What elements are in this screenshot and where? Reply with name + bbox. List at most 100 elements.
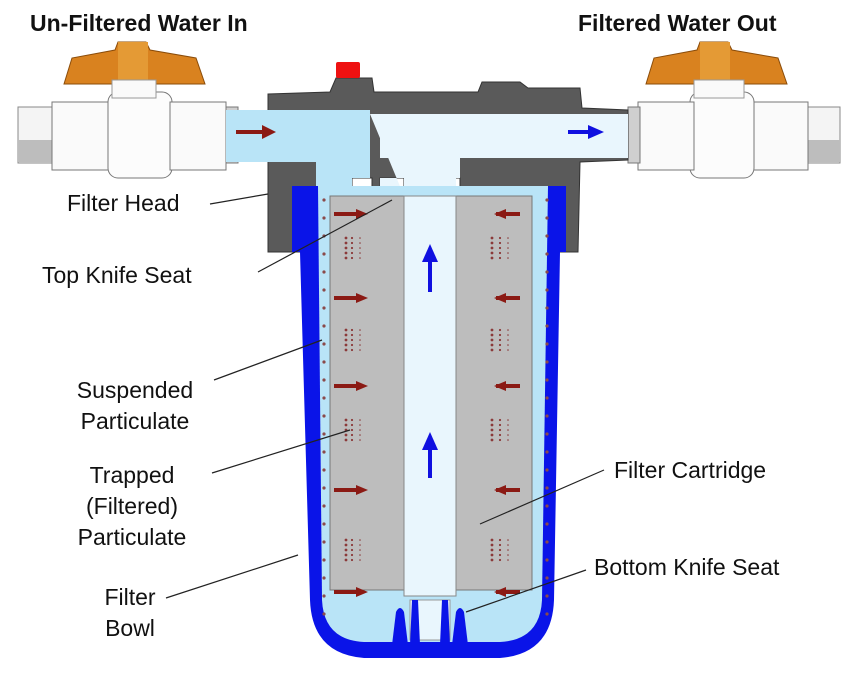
trapped-particle xyxy=(359,344,361,346)
inflow-arrow-icon xyxy=(334,384,358,388)
trapped-particle xyxy=(344,438,348,442)
trapped-particle xyxy=(507,419,509,421)
trapped-particle xyxy=(350,418,354,422)
trapped-particle xyxy=(490,328,494,332)
trapped-particle xyxy=(350,236,354,240)
trapped-particle xyxy=(507,544,509,546)
trapped-particle xyxy=(490,418,494,422)
trapped-particle xyxy=(498,236,502,240)
inflow-arrow-icon xyxy=(496,212,520,216)
trapped-particle xyxy=(344,543,348,547)
suspended-particle xyxy=(322,522,326,526)
trapped-particle xyxy=(498,251,502,255)
trapped-particle xyxy=(350,343,354,347)
trapped-particle xyxy=(498,246,502,250)
trapped-particle xyxy=(344,553,348,557)
suspended-particle xyxy=(545,540,549,544)
trapped-particle xyxy=(359,329,361,331)
suspended-particle xyxy=(545,378,549,382)
inflow-arrow-head xyxy=(356,587,368,597)
trapped-particle xyxy=(490,236,494,240)
trapped-particle xyxy=(350,328,354,332)
trapped-particle xyxy=(350,433,354,437)
inflow-arrow-head xyxy=(494,209,506,219)
trapped-particle xyxy=(507,434,509,436)
trapped-particle xyxy=(498,428,502,432)
trapped-particle xyxy=(350,538,354,542)
trapped-particle xyxy=(350,423,354,427)
suspended-particle xyxy=(322,486,326,490)
trapped-particle xyxy=(498,553,502,557)
suspended-particle xyxy=(545,342,549,346)
inlet-title: Un-Filtered Water In xyxy=(30,10,248,36)
trapped-particle xyxy=(344,251,348,255)
trapped-particle xyxy=(350,543,354,547)
trapped-particle xyxy=(350,553,354,557)
suspended-particle xyxy=(322,468,326,472)
pressure-relief-button-icon xyxy=(336,62,360,78)
suspended-particle xyxy=(322,324,326,328)
trapped-particle xyxy=(507,424,509,426)
trapped-particle xyxy=(507,339,509,341)
suspended-particle xyxy=(322,252,326,256)
trapped-particle xyxy=(498,333,502,337)
trapped-particle xyxy=(344,246,348,250)
trapped-particle xyxy=(359,554,361,556)
trapped-particle xyxy=(498,423,502,427)
suspended-particle xyxy=(545,252,549,256)
label-suspended-particulate: Suspended Particulate xyxy=(76,377,194,434)
suspended-particle xyxy=(545,216,549,220)
inflow-arrow-icon xyxy=(496,488,520,492)
trapped-particle xyxy=(498,558,502,562)
trapped-particle xyxy=(350,438,354,442)
trapped-particle xyxy=(507,242,509,244)
suspended-particle xyxy=(322,198,326,202)
suspended-particle xyxy=(322,612,326,616)
trapped-particle xyxy=(507,247,509,249)
filter-head xyxy=(226,62,629,253)
trapped-particle xyxy=(498,343,502,347)
inflow-arrow-icon xyxy=(334,212,358,216)
trapped-particle xyxy=(344,418,348,422)
trapped-particle xyxy=(498,548,502,552)
trapped-particle xyxy=(498,438,502,442)
trapped-particle xyxy=(498,348,502,352)
trapped-particle xyxy=(490,348,494,352)
trapped-particle xyxy=(359,257,361,259)
inflow-arrow-icon xyxy=(334,488,358,492)
trapped-particle xyxy=(350,558,354,562)
inflow-arrow-head xyxy=(356,485,368,495)
suspended-particle xyxy=(322,306,326,310)
trapped-particle xyxy=(350,256,354,260)
suspended-particle xyxy=(322,342,326,346)
trapped-particle xyxy=(344,558,348,562)
trapped-particle xyxy=(498,538,502,542)
inlet-pipe xyxy=(17,91,239,179)
trapped-particle xyxy=(344,423,348,427)
inflow-arrow-icon xyxy=(496,296,520,300)
label-filter-head: Filter Head xyxy=(67,190,180,216)
trapped-particle xyxy=(498,338,502,342)
trapped-particle xyxy=(507,559,509,561)
trapped-particle xyxy=(507,334,509,336)
trapped-particle xyxy=(344,338,348,342)
inflow-arrow-head xyxy=(494,587,506,597)
trapped-particle xyxy=(359,339,361,341)
suspended-particle xyxy=(322,594,326,598)
trapped-particle xyxy=(350,338,354,342)
trapped-particle xyxy=(359,349,361,351)
inflow-arrow-icon xyxy=(496,590,520,594)
suspended-particle xyxy=(545,486,549,490)
inflow-arrow-head xyxy=(494,485,506,495)
trapped-particle xyxy=(350,251,354,255)
inflow-arrows xyxy=(322,198,549,616)
suspended-particle xyxy=(322,378,326,382)
suspended-particle xyxy=(545,324,549,328)
trapped-particle xyxy=(350,428,354,432)
trapped-particle xyxy=(359,439,361,441)
trapped-particle xyxy=(344,333,348,337)
trapped-particle xyxy=(359,434,361,436)
trapped-particle xyxy=(344,538,348,542)
trapped-particle xyxy=(344,328,348,332)
outflow-arrows xyxy=(236,125,604,478)
